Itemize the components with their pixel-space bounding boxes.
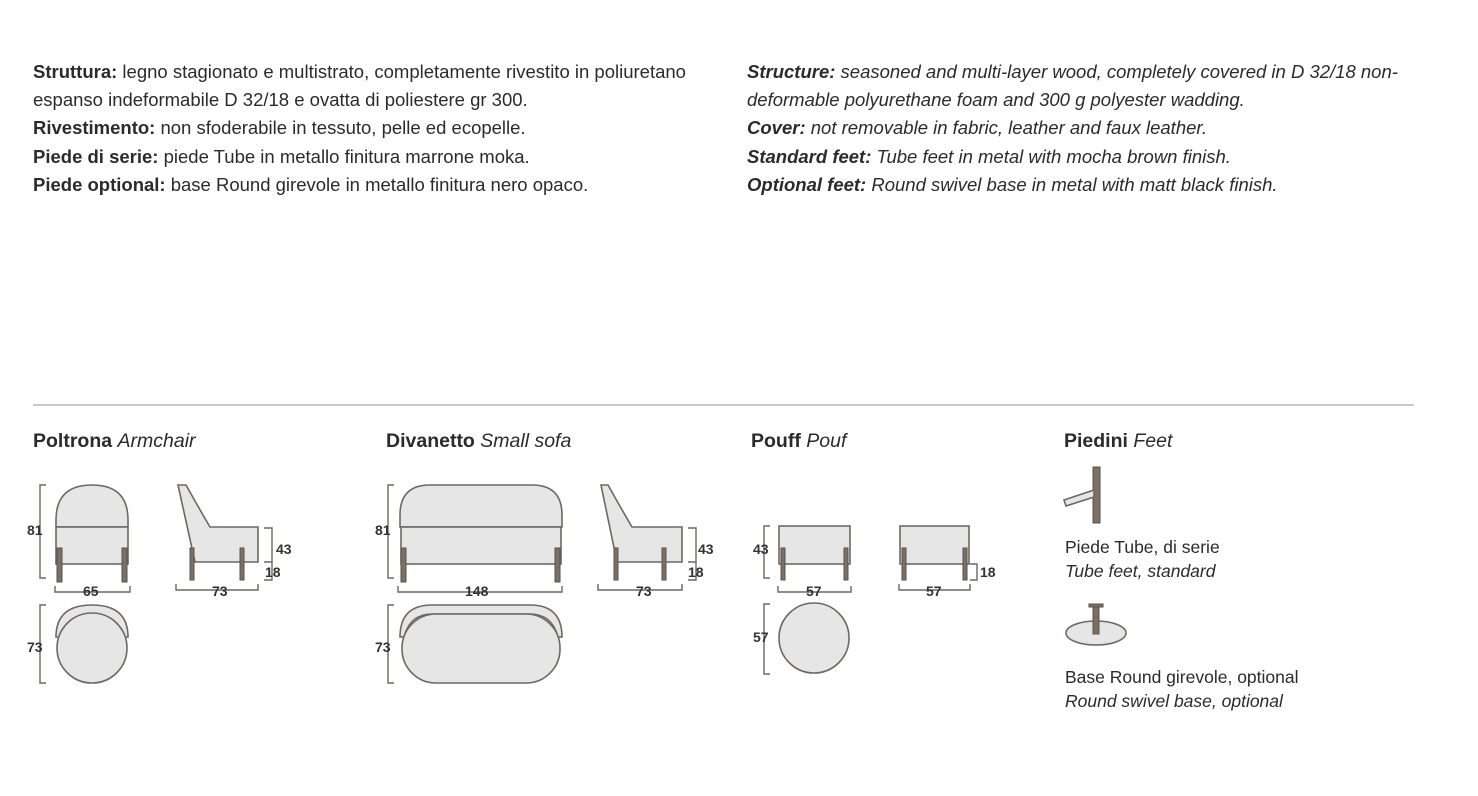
dim-height: 81 [27, 522, 43, 538]
round-base-icon [1065, 603, 1127, 646]
dim-width: 57 [806, 583, 822, 599]
dim-depth: 57 [926, 583, 942, 599]
caption-en: Tube feet, standard [1065, 561, 1216, 581]
spec-text: base Round girevole in metallo finitura … [165, 173, 589, 195]
spec-standard-feet-it: Piede di serie: piede Tube in metallo fi… [33, 143, 693, 171]
dim-depth: 73 [636, 583, 652, 599]
heading-pouf: Pouff Pouf [751, 430, 846, 453]
dim-leg-height: 18 [688, 564, 704, 580]
heading-en: Feet [1133, 430, 1173, 452]
heading-en: Small sofa [480, 430, 572, 452]
spec-label: Cover: [747, 117, 806, 139]
dim-leg-height: 18 [265, 564, 281, 580]
italian-description: Struttura: legno stagionato e multistrat… [33, 58, 693, 199]
spec-label: Piede di serie: [33, 145, 159, 167]
heading-en: Pouf [806, 430, 847, 452]
spec-label: Rivestimento: [33, 117, 156, 139]
english-description: Structure: seasoned and multi-layer wood… [747, 58, 1447, 199]
pouf-front-view: 43 57 [753, 525, 852, 599]
dim-seat-height: 43 [698, 541, 714, 557]
dim-height: 81 [375, 522, 391, 538]
spec-label: Piede optional: [33, 173, 166, 195]
section-divider [33, 404, 1414, 406]
spec-text: not removable in fabric, leather and fau… [805, 117, 1208, 139]
armchair-front-view: 81 65 [27, 484, 131, 599]
spec-optional-feet-it: Piede optional: base Round girevole in m… [33, 171, 693, 199]
sofa-front-view: 81 148 [375, 484, 563, 599]
spec-cover-it: Rivestimento: non sfoderabile in tessuto… [33, 114, 693, 142]
spec-label: Standard feet: [747, 145, 872, 167]
dim-top-depth: 57 [753, 629, 769, 645]
dim-width: 148 [465, 583, 489, 599]
spec-optional-feet-en: Optional feet: Round swivel base in meta… [747, 171, 1447, 199]
heading-en: Armchair [117, 430, 196, 452]
spec-text: Round swivel base in metal with matt bla… [866, 173, 1278, 195]
spec-standard-feet-en: Standard feet: Tube feet in metal with m… [747, 143, 1447, 171]
dim-top-depth: 73 [27, 639, 43, 655]
dim-width: 65 [83, 583, 99, 599]
armchair-side-view: 43 18 73 [175, 484, 292, 599]
armchair-top-view: 73 [27, 604, 129, 684]
sofa-top-view: 73 [375, 604, 563, 684]
dim-leg-height: 18 [980, 564, 996, 580]
heading-it: Pouff [751, 430, 801, 452]
tube-foot-icon [1062, 466, 1101, 524]
spec-label: Optional feet: [747, 173, 867, 195]
dim-depth: 73 [212, 583, 228, 599]
caption-it: Piede Tube, di serie [1065, 537, 1220, 557]
sofa-side-view: 43 18 73 [597, 484, 714, 599]
spec-cover-en: Cover: not removable in fabric, leather … [747, 114, 1447, 142]
dim-seat-height: 43 [276, 541, 292, 557]
spec-text: piede Tube in metallo finitura marrone m… [158, 145, 530, 167]
heading-armchair: Poltrona Armchair [33, 430, 196, 453]
heading-it: Piedini [1064, 430, 1128, 452]
caption-it: Base Round girevole, optional [1065, 667, 1299, 687]
spec-label: Structure: [747, 61, 836, 82]
pouf-top-view: 57 [753, 602, 850, 675]
dim-top-depth: 73 [375, 639, 391, 655]
spec-text: seasoned and multi-layer wood, completel… [747, 61, 1398, 111]
caption-en: Round swivel base, optional [1065, 691, 1283, 711]
spec-structure-en: Structure: seasoned and multi-layer wood… [747, 58, 1447, 114]
heading-it: Divanetto [386, 430, 475, 452]
spec-text: legno stagionato e multistrato, completa… [33, 61, 686, 111]
heading-it: Poltrona [33, 430, 113, 452]
heading-feet: Piedini Feet [1064, 430, 1172, 453]
pouf-side-view: 18 57 [898, 525, 996, 599]
spec-text: Tube feet in metal with mocha brown fini… [871, 145, 1231, 167]
heading-small-sofa: Divanetto Small sofa [386, 430, 571, 453]
spec-structure-it: Struttura: legno stagionato e multistrat… [33, 58, 693, 114]
spec-label: Struttura: [33, 61, 118, 82]
dim-height: 43 [753, 541, 769, 557]
spec-text: non sfoderabile in tessuto, pelle ed eco… [155, 117, 526, 139]
